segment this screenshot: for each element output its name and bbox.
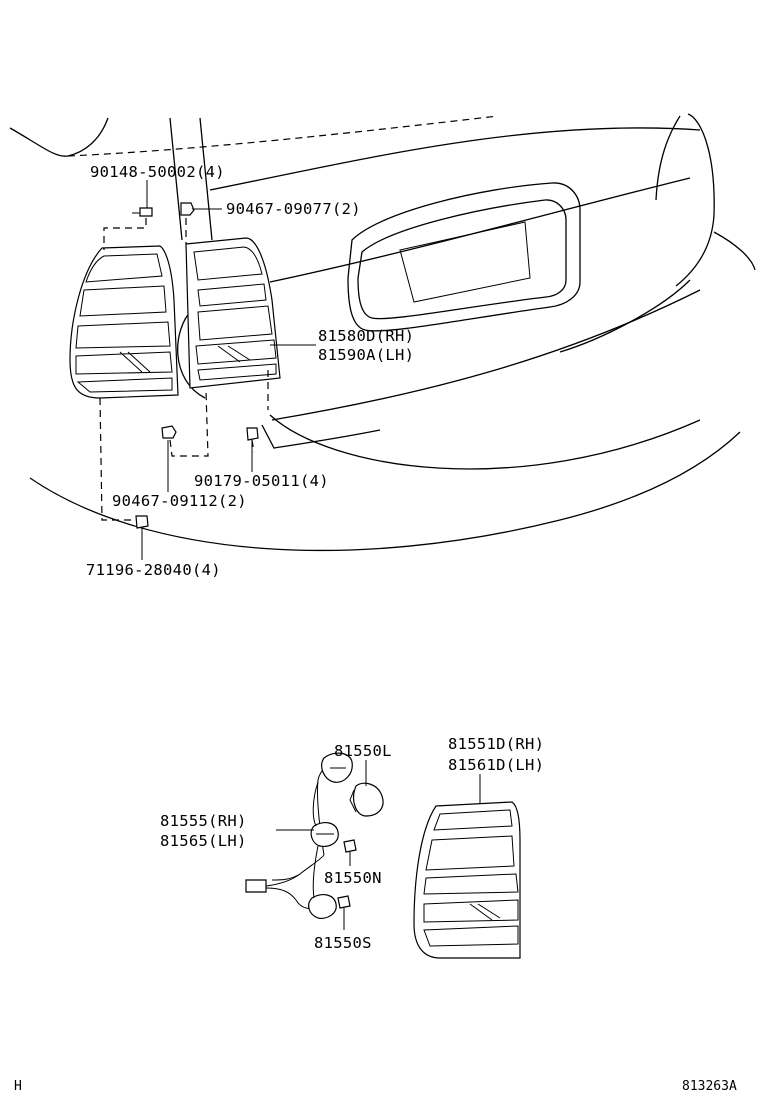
label-90467-09112: 90467-09112(2) — [112, 492, 247, 510]
wiring-harness — [245, 752, 384, 919]
label-81565-lh: 81565(LH) — [160, 832, 247, 850]
label-71196-28040: 71196-28040(4) — [86, 561, 221, 579]
label-81580d-rh: 81580D(RH) — [318, 327, 414, 345]
label-81561d-lh: 81561D(LH) — [448, 756, 544, 774]
label-81590a-lh: 81590A(LH) — [318, 346, 414, 364]
rear-combination-lamp — [413, 801, 521, 959]
tail-lamp-center — [185, 237, 281, 389]
label-90467-09077: 90467-09077(2) — [226, 200, 361, 218]
label-81555-rh: 81555(RH) — [160, 812, 247, 830]
label-90179-05011: 90179-05011(4) — [194, 472, 329, 490]
label-81551d-rh: 81551D(RH) — [448, 735, 544, 753]
label-81550s: 81550S — [314, 934, 372, 952]
tail-lamp-exploded-left — [69, 245, 179, 399]
hardware-upper — [132, 202, 259, 529]
label-81550l: 81550L — [334, 742, 392, 760]
footer-left-mark: H — [14, 1079, 22, 1094]
leader-lines-upper — [141, 180, 316, 560]
leader-lines-lower — [276, 760, 481, 930]
diagram-code: 813263A — [682, 1079, 737, 1094]
label-90148-50002: 90148-50002(4) — [90, 163, 225, 181]
vehicle-rear-body — [9, 113, 756, 552]
label-81550n: 81550N — [324, 869, 382, 887]
